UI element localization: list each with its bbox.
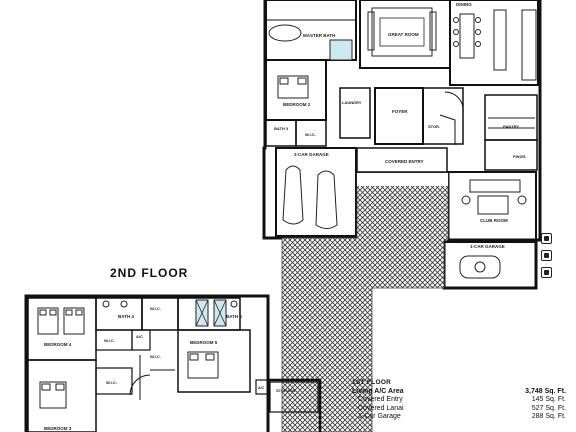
area-value: 527 Sq. Ft. [531,404,566,412]
area-name: Covered Lanai [358,404,404,412]
room-label: COVERED ENTRY [385,159,424,164]
room-label: A/C [136,334,143,339]
area-value: 288 Sq. Ft. [531,413,566,420]
room-label: CLUB ROOM [480,218,508,223]
second-floor-plan [24,294,322,432]
room-label: W.I.C. [305,132,316,137]
area-row: Living A/C Area 3,748 Sq. Ft. [352,388,566,395]
first-floor-furniture [268,7,537,279]
room-label: MASTER BATH [303,33,335,38]
room-label: BATH 4 [118,314,134,319]
nav-square-icon [541,233,552,244]
room-label: BEDROOM 5 [190,340,218,345]
nav-square-icon [541,267,552,278]
room-label: W.I.C. [106,380,117,385]
area-name: Covered Entry [358,396,403,403]
area-row: Covered Entry 145 Sq. Ft. [352,396,566,403]
room-label: PANTRY [503,124,519,129]
area-row: 1-Car Garage 288 Sq. Ft. [352,413,566,420]
room-label: BEDROOM 2 [283,102,311,107]
sink-icon [230,300,238,308]
bed-icon [63,307,85,335]
second-floor-labels: W.I.C. BATH 4 BATH 5 BEDROOM 4 BEDROOM 5… [44,306,296,431]
second-floor-title: 2ND FLOOR [110,266,189,280]
room-label: W.I.C. [150,306,161,311]
room-label: STORAGE [276,388,296,393]
room-label: GREAT ROOM [388,32,419,37]
area-summary: 1ST FLOOR Living A/C Area 3,748 Sq. Ft. … [352,379,566,420]
dining-table-icon [459,13,475,59]
car-icon [315,170,338,229]
room-label: BEDROOM 4 [44,342,72,347]
room-label: FOYER [392,109,408,114]
room-label: 2-CAR GARAGE [294,152,329,157]
area-name: Living A/C Area [352,387,404,395]
room-label: A/C [258,386,265,390]
driveway-paving [281,172,449,432]
area-value: 3,748 Sq. Ft. [525,387,566,395]
bed-icon [37,307,59,335]
first-floor-labels: MASTER BATH GREAT ROOM DINING BEDROOM 2 … [274,2,526,249]
bathtub-icon [268,24,302,42]
shower-icon [329,39,353,61]
room-label: PWDR. [513,154,526,159]
room-label: W.I.C. [104,338,115,343]
area-heading: 1ST FLOOR [352,379,392,386]
bed-icon [187,351,219,379]
area-value: 145 Sq. Ft. [531,396,566,403]
room-label: BATH 3 [274,126,289,131]
bed-icon [277,75,309,99]
room-label: DINING [456,2,472,7]
area-name: 1-Car Garage [358,413,401,420]
room-label: W.I.C. [150,354,161,359]
car-icon [459,255,501,279]
side-legend [541,233,555,284]
room-label: 1-CAR GARAGE [470,244,505,249]
bed-icon [39,381,67,409]
car-icon [282,165,304,225]
room-label: BEDROOM 3 [44,426,72,431]
room-label: STOR. [428,124,440,129]
room-label: LAUNDRY [342,100,362,105]
area-row: Covered Lanai 527 Sq. Ft. [352,405,566,412]
nav-square-icon [541,250,552,261]
sink-icon [102,300,110,308]
second-floor-furniture [37,299,238,409]
room-label: BATH 5 [226,314,242,319]
